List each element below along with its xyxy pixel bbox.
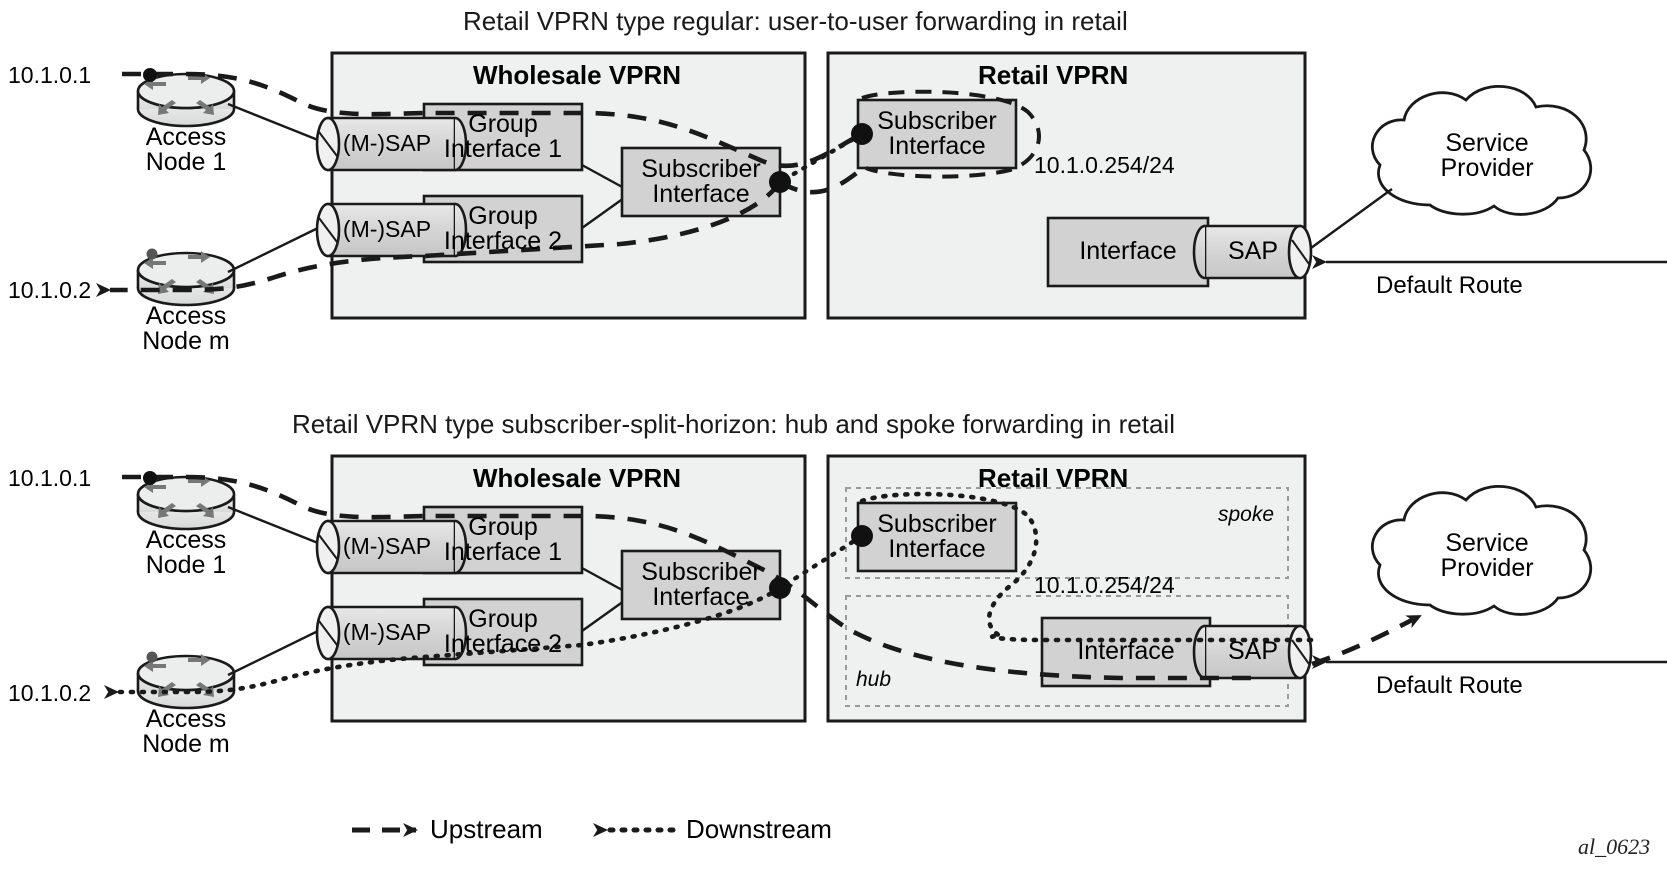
retail-interface-box (1046, 216, 1210, 288)
panel-title-regular: Retail VPRN type regular: user-to-user f… (463, 6, 1128, 36)
retail-sub-if-spoke-loop (859, 491, 1039, 639)
retail-subscriber-interface-label: Subscriber Interface (877, 509, 997, 563)
msap-1-label: (M-)SAP (342, 130, 432, 157)
downstream-path-bottom (990, 633, 1314, 643)
msap-2-shape (315, 605, 468, 661)
retail-sap-label: SAP (1227, 237, 1279, 266)
access-node-m-ip: 10.1.0.2 (8, 277, 92, 303)
access-node-1-ip: 10.1.0.1 (8, 465, 92, 491)
junction-dot (769, 171, 791, 193)
retail-interface-box (1040, 616, 1212, 688)
junction-dot (851, 123, 873, 145)
access-node-1-icon (136, 472, 236, 531)
spoke-zone-label: spoke (1218, 503, 1275, 526)
downstream-path-top-dotted (777, 131, 865, 185)
msap-2-label: (M-)SAP (342, 619, 432, 646)
retail-interface-label: Interface (1079, 237, 1177, 266)
access-link-m (227, 629, 319, 677)
access-node-1-label: Access Node 1 (145, 525, 227, 579)
junction-dot (851, 525, 873, 547)
retail-interface-label: Interface (1077, 637, 1175, 666)
wholesale-vprn-heading: Wholesale VPRN (473, 60, 682, 90)
retail-subscriber-interface-label: Subscriber Interface (877, 106, 997, 160)
junction-dot (769, 577, 791, 599)
service-provider-cloud-label: Service Provider (1440, 528, 1534, 582)
msap-1-shape (315, 519, 468, 575)
msap-2-shape (315, 202, 468, 258)
spoke-zone (845, 487, 1289, 579)
junction-dot (143, 471, 157, 485)
access-node-1-ip: 10.1.0.1 (8, 62, 92, 88)
downstream-legend-label: Downstream (686, 814, 832, 844)
retail-subscriber-interface-box (856, 98, 1018, 170)
access-node-1-icon (136, 69, 236, 128)
retail-subnet-label: 10.1.0.254/24 (1034, 572, 1175, 598)
upstream-legend-label: Upstream (430, 814, 543, 844)
access-node-1-label: Access Node 1 (145, 122, 227, 176)
access-link-m (227, 226, 319, 274)
hub-zone (845, 595, 1289, 707)
msap-1-shape (315, 116, 468, 172)
wholesale-subscriber-interface-label: Subscriber Interface (641, 154, 761, 208)
upstream-path-top (122, 71, 864, 168)
group-interface-1-label: Group Interface 1 (443, 109, 563, 163)
service-provider-cloud-shape (1370, 485, 1593, 616)
default-route-label: Default Route (1376, 672, 1523, 699)
access-link-1 (227, 102, 319, 142)
default-route-label: Default Route (1376, 272, 1523, 299)
retail-sub-if-upstream-loop (861, 89, 1041, 179)
upstream-path-bottom (122, 474, 1260, 681)
service-provider-cloud-label: Service Provider (1440, 128, 1534, 182)
wholesale-subscriber-interface-label: Subscriber Interface (641, 557, 761, 611)
retail-vprn-heading: Retail VPRN (978, 60, 1129, 90)
wholesale-vprn-heading: Wholesale VPRN (473, 463, 682, 493)
group-interface-2-label: Group Interface 2 (443, 604, 563, 658)
retail-vprn-heading: Retail VPRN (978, 463, 1129, 493)
access-node-m-label: Access Node m (142, 301, 230, 355)
group-interface-2-label: Group Interface 2 (443, 201, 563, 255)
downstream-path-top (96, 180, 782, 297)
access-link-1 (227, 505, 319, 545)
junction-dot (143, 68, 157, 82)
retail-subnet-label: 10.1.0.254/24 (1034, 152, 1175, 178)
retail-subscriber-interface-box (856, 501, 1018, 573)
figure-watermark: al_0623 (1578, 834, 1651, 859)
group-interface-1-label: Group Interface 1 (443, 512, 563, 566)
panel-title-split-horizon: Retail VPRN type subscriber-split-horizo… (292, 409, 1175, 439)
access-node-m-label: Access Node m (142, 704, 230, 758)
panel-split-horizon-graphics (104, 454, 1667, 723)
service-provider-cloud-shape (1370, 85, 1593, 216)
hub-zone-label: hub (856, 668, 892, 691)
msap-2-label: (M-)SAP (342, 216, 432, 243)
msap-1-label: (M-)SAP (342, 533, 432, 560)
panel-regular-graphics (96, 51, 1667, 320)
access-node-m-ip: 10.1.0.2 (8, 680, 92, 706)
retail-sap-label: SAP (1227, 637, 1279, 666)
retail-sap-shape (1192, 224, 1313, 280)
